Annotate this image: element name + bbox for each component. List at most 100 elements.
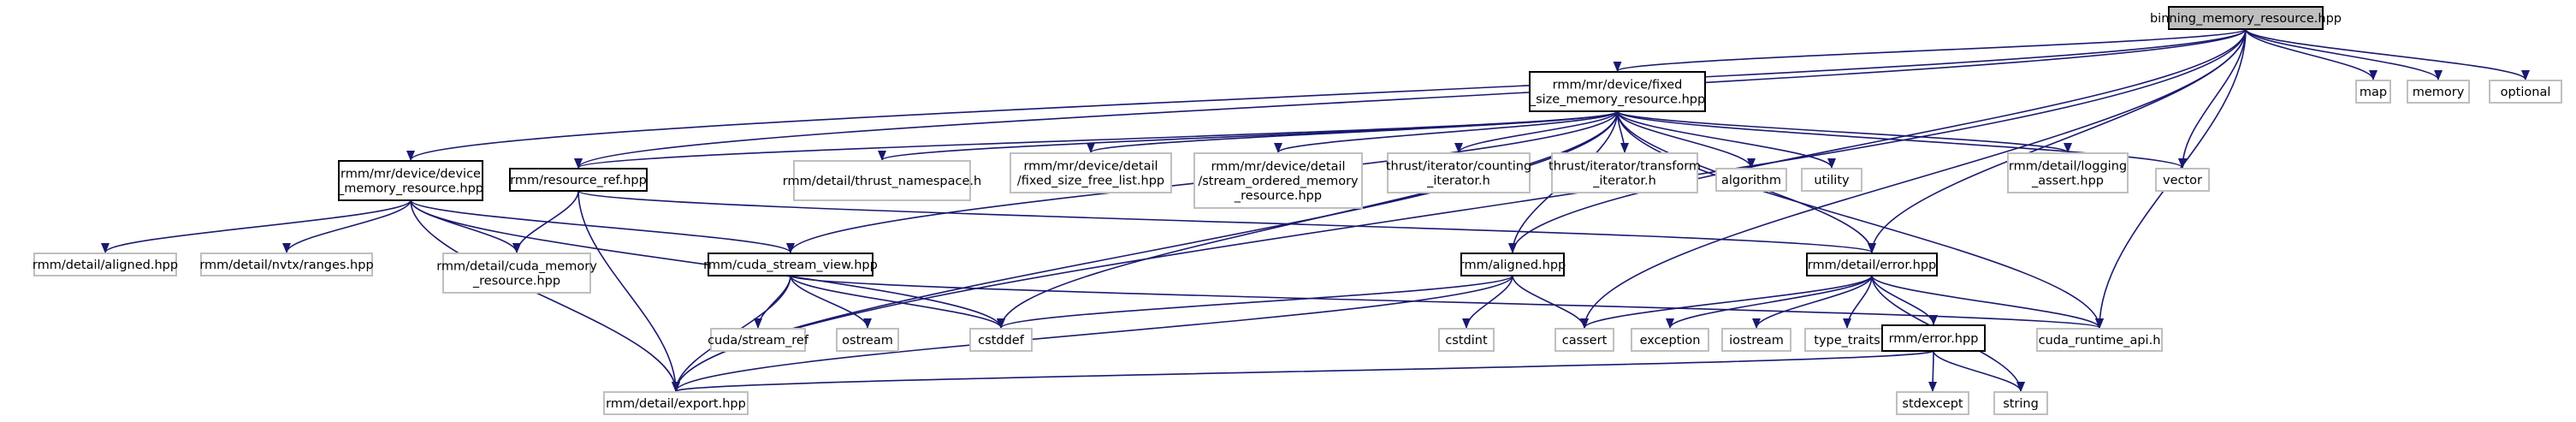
node-box — [1438, 328, 1495, 352]
node-iostream: iostream — [1721, 328, 1791, 352]
node-label: cstddef — [978, 334, 1025, 348]
node-box — [2036, 328, 2163, 352]
node-cstddef: cstddef — [969, 328, 1033, 352]
node-label: thrust/iterator/counting — [1386, 160, 1531, 174]
edge-device-mr-to-nvtx-ranges — [282, 199, 412, 253]
node-label: vector — [2163, 174, 2202, 187]
node-box — [708, 253, 873, 276]
node-label: rmm/detail/export.hpp — [606, 397, 746, 411]
edge-aligned-to-cassert — [1512, 275, 1589, 329]
node-box — [1529, 71, 1706, 112]
node-label: stdexcept — [1902, 397, 1963, 411]
node-label: _resource.hpp — [1234, 189, 1322, 203]
node-label: _iterator.h — [1426, 175, 1490, 188]
node-detail-error[interactable]: rmm/detail/error.hpp — [1806, 253, 1938, 276]
node-label: exception — [1640, 334, 1701, 348]
edge-binning-to-fixed-size — [1613, 28, 2247, 72]
edge-resource-ref-to-cuda-mr — [512, 190, 579, 253]
node-label: rmm/mr/device/device — [341, 168, 481, 181]
node-box — [2355, 80, 2391, 104]
node-free-list: rmm/mr/device/detail/fixed_size_free_lis… — [1010, 152, 1172, 193]
node-nvtx-ranges: rmm/detail/nvtx/ranges.hpp — [199, 253, 374, 276]
node-box — [1460, 253, 1565, 276]
node-label: rmm/mr/device/detail — [1023, 160, 1158, 174]
node-binning[interactable]: binning_memory_resource.hpp — [2150, 6, 2342, 30]
node-box — [836, 328, 899, 352]
edge-fixed-size-to-algorithm — [1616, 110, 1756, 169]
edge-resource-ref-to-detail-error — [577, 190, 1876, 253]
edge-binning-to-optional — [2245, 28, 2530, 80]
node-label: optional — [2501, 86, 2551, 99]
node-export: rmm/detail/export.hpp — [603, 391, 749, 415]
node-label: memory — [2413, 86, 2465, 99]
node-label: thrust/iterator/transform — [1549, 160, 1701, 174]
edge-aligned-to-cstdint — [1462, 275, 1513, 329]
node-string: string — [1993, 391, 2048, 415]
node-ostream: ostream — [836, 328, 899, 352]
node-thrust-ns: rmm/detail/thrust_namespace.h — [783, 160, 981, 201]
node-exception: exception — [1631, 328, 1709, 352]
node-label: _size_memory_resource.hpp — [1529, 93, 1705, 107]
edge-detail-error-to-iostream — [1752, 275, 1873, 329]
node-box — [2489, 80, 2562, 104]
node-label: cuda_runtime_api.h — [2039, 334, 2161, 348]
edge-binning-to-map — [2245, 28, 2378, 80]
node-utility: utility — [1801, 168, 1862, 192]
node-vector: vector — [2155, 168, 2210, 192]
node-label: /fixed_size_free_list.hpp — [1017, 175, 1164, 188]
node-resource-ref[interactable]: rmm/resource_ref.hpp — [509, 168, 648, 192]
node-label: /stream_ordered_memory — [1198, 175, 1359, 188]
edge-binning-to-resource-ref — [574, 28, 2247, 169]
node-label: rmm/resource_ref.hpp — [510, 174, 647, 187]
node-box — [603, 391, 749, 415]
node-error[interactable]: rmm/error.hpp — [1881, 324, 1986, 352]
edge-cuda-stream-view-to-cuda-runtime — [790, 275, 2104, 329]
node-box — [1721, 328, 1791, 352]
node-label: _assert.hpp — [2031, 175, 2104, 188]
edge-detail-error-to-cassert — [1580, 275, 1873, 329]
edge-detail-error-to-type-traits — [1843, 275, 1873, 329]
node-box — [1881, 324, 1986, 352]
node-box — [793, 160, 971, 201]
edge-fixed-size-to-vector — [1616, 110, 2187, 169]
node-box — [2168, 6, 2324, 30]
node-box — [1387, 152, 1531, 193]
edge-device-mr-to-cuda-stream-view — [410, 199, 795, 253]
edge-fixed-size-to-logging-assert — [1616, 110, 2072, 153]
node-box — [1806, 253, 1938, 276]
node-label: _iterator.h — [1592, 175, 1656, 188]
node-box — [200, 253, 373, 276]
node-box — [1551, 152, 1698, 193]
edge-aligned-to-export — [672, 275, 1513, 392]
edge-binning-to-detail-error — [1868, 28, 2247, 253]
node-cuda-stream-view[interactable]: rmm/cuda_stream_view.hpp — [703, 253, 878, 276]
node-stream-ordered: rmm/mr/device/detail/stream_ordered_memo… — [1193, 152, 1363, 209]
edge-error-to-string — [1933, 350, 2025, 392]
node-memory: memory — [2407, 80, 2470, 104]
edge-device-mr-to-export — [410, 199, 680, 392]
edge-cuda-stream-view-to-stream-ref — [754, 275, 791, 329]
node-fixed-size[interactable]: rmm/mr/device/fixed_size_memory_resource… — [1529, 71, 1706, 112]
edge-detail-error-to-cuda-runtime — [1871, 275, 2104, 329]
node-box — [338, 160, 483, 201]
node-label: rmm/detail/error.hpp — [1808, 259, 1936, 272]
node-device-mr[interactable]: rmm/mr/device/device_memory_resource.hpp — [337, 160, 483, 201]
node-box — [1193, 152, 1363, 209]
node-label: cstdint — [1445, 334, 1488, 348]
node-label: rmm/mr/device/fixed — [1553, 79, 1683, 92]
edge-detail-error-to-exception — [1666, 275, 1873, 329]
node-label: binning_memory_resource.hpp — [2150, 12, 2342, 26]
edge-cuda-stream-view-to-ostream — [790, 275, 872, 329]
node-box — [1554, 328, 1614, 352]
node-label: algorithm — [1721, 174, 1781, 187]
node-logging-assert: rmm/detail/logging_assert.hpp — [2007, 152, 2129, 193]
node-aligned[interactable]: rmm/aligned.hpp — [1460, 253, 1566, 276]
node-label: string — [2003, 397, 2039, 411]
node-box — [1801, 168, 1862, 192]
edge-aligned-to-cstddef — [997, 275, 1513, 329]
edge-fixed-size-to-stream-ordered — [1274, 110, 1619, 153]
node-detail-aligned: rmm/detail/aligned.hpp — [33, 253, 178, 276]
edge-cuda-stream-view-to-cstddef — [790, 275, 1005, 329]
node-box — [2407, 80, 2470, 104]
